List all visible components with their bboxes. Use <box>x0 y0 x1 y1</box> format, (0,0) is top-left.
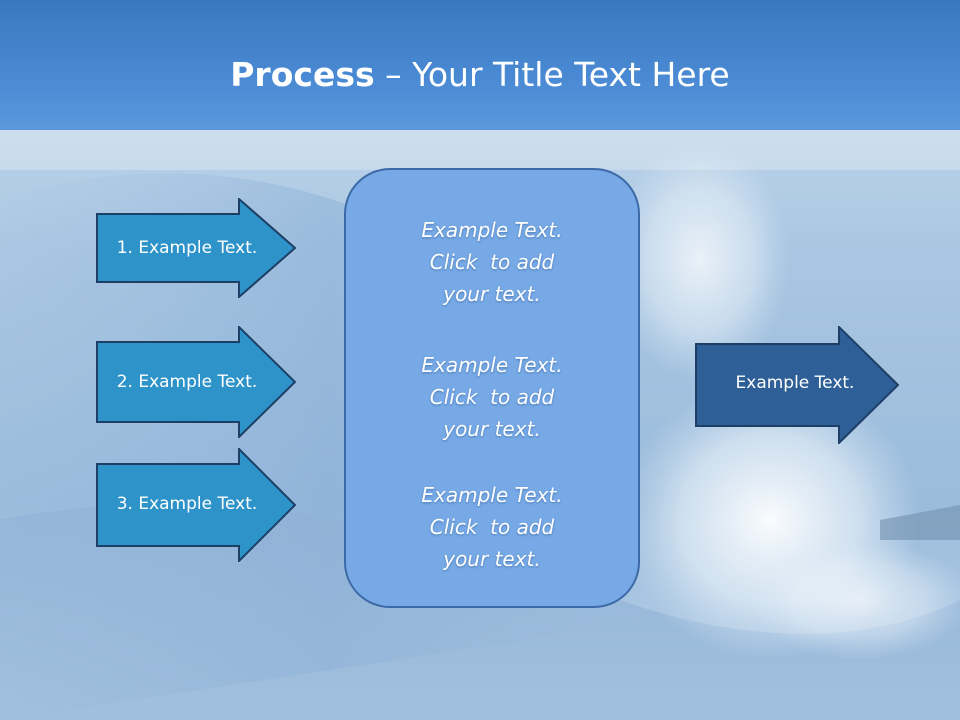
right-arrow-icon <box>96 448 296 562</box>
title-bold-text: Process <box>230 55 375 94</box>
block-line: your text. <box>443 547 541 571</box>
right-arrow-icon <box>96 198 296 298</box>
right-arrow-icon <box>96 326 296 438</box>
slide-title[interactable]: Process – Your Title Text Here <box>0 52 960 98</box>
title-bar <box>0 0 960 130</box>
block-line: Example Text. <box>421 353 563 377</box>
block-line: Click to add <box>429 250 555 274</box>
center-text-block-2: Example Text. Click to add your text. <box>346 349 638 445</box>
block-line: Click to add <box>429 385 555 409</box>
center-text-box[interactable]: Example Text. Click to add your text. Ex… <box>344 168 640 608</box>
left-arrow-3-label: 3. Example Text. <box>116 494 258 514</box>
left-arrow-2[interactable]: 2. Example Text. <box>96 326 296 438</box>
block-line: your text. <box>443 417 541 441</box>
left-arrow-1[interactable]: 1. Example Text. <box>96 198 296 298</box>
block-line: Example Text. <box>421 483 563 507</box>
block-line: Example Text. <box>421 218 563 242</box>
right-arrow[interactable]: Example Text. <box>695 326 899 444</box>
left-arrow-2-label: 2. Example Text. <box>116 372 258 392</box>
left-arrow-1-label: 1. Example Text. <box>116 238 258 258</box>
title-rest-text: – Your Title Text Here <box>374 55 730 94</box>
block-line: Click to add <box>429 515 555 539</box>
right-arrow-label: Example Text. <box>735 373 855 393</box>
center-text-block-1: Example Text. Click to add your text. <box>346 214 638 310</box>
block-line: your text. <box>443 282 541 306</box>
right-arrow-icon <box>695 326 899 444</box>
left-arrow-3[interactable]: 3. Example Text. <box>96 448 296 562</box>
center-text-block-3: Example Text. Click to add your text. <box>346 479 638 575</box>
